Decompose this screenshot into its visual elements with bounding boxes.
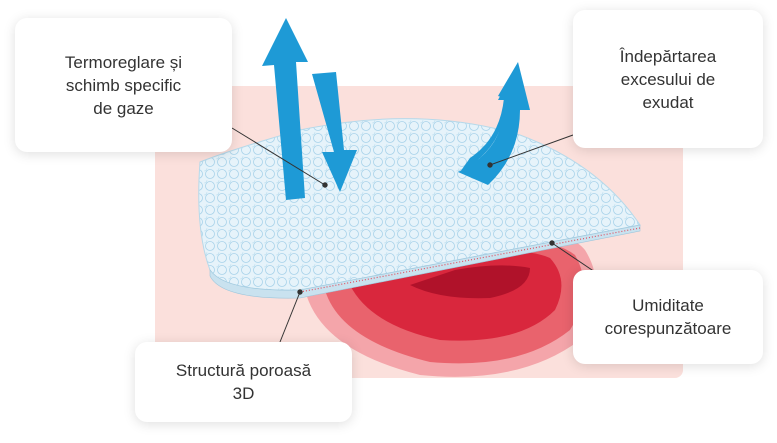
label-exudate-removal: Îndepărtarea excesului de exudat xyxy=(573,10,763,148)
label-gas-exchange: Termoreglare și schimb specific de gaze xyxy=(15,18,232,152)
label-moisture: Umiditate corespunzătoare xyxy=(573,270,763,364)
gas-exchange-arrows-icon xyxy=(262,18,357,200)
exudate-arrow-icon xyxy=(458,62,530,185)
label-porous-structure: Structură poroasă 3D xyxy=(135,342,352,422)
leader-lines xyxy=(231,127,596,343)
dressing xyxy=(198,118,641,299)
